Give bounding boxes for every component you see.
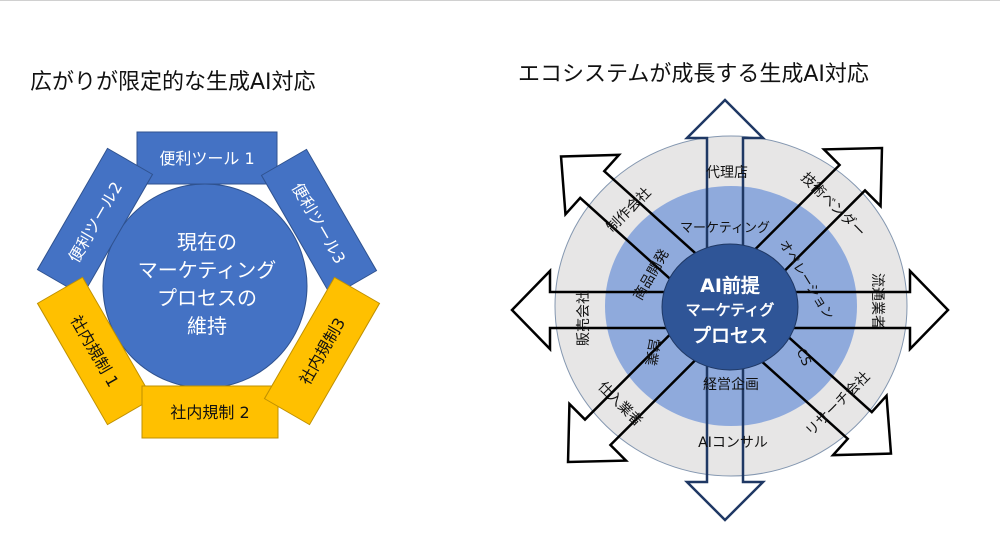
outer-label-agency: 代理店 bbox=[706, 165, 748, 181]
outer-label-distributor: 流通業者 bbox=[869, 273, 885, 329]
center-text-line: プロセスの bbox=[157, 286, 257, 310]
right-title: エコシステムが成長する生成AI対応 bbox=[518, 62, 869, 87]
tool-label: 便利ツール 1 bbox=[159, 149, 254, 168]
tool-box-3: 便利ツール3 bbox=[260, 148, 378, 298]
outer-label-ai-consul: AIコンサル bbox=[698, 435, 768, 451]
tool-box-1: 便利ツール 1 bbox=[136, 131, 278, 185]
center-text-line: マーケティング bbox=[138, 258, 276, 282]
double-arrow-diagonal-se bbox=[559, 153, 893, 457]
inner-label-marketing: マーケティング bbox=[680, 221, 770, 236]
rule-label: 社内規制 2 bbox=[170, 403, 249, 422]
center-circle bbox=[661, 243, 799, 371]
double-arrow-diagonal-ne bbox=[566, 146, 884, 464]
center-text-line: 現在の bbox=[177, 230, 237, 254]
center-text-line: マーケティグ bbox=[686, 301, 775, 319]
outer-label-sales-company: 販売会社 bbox=[576, 290, 592, 346]
double-arrow-horizontal bbox=[510, 267, 950, 353]
right-diagram: AI前提 マーケティグ プロセス マーケティング オペレーション CS 経営企画… bbox=[510, 98, 950, 522]
left-diagram: 現在の マーケティング プロセスの 維持 便利ツール 1 便利ツール2 便利ツー… bbox=[36, 131, 381, 439]
center-text-line: AI前提 bbox=[700, 274, 761, 297]
inner-label-planning: 経営企画 bbox=[703, 376, 759, 393]
left-title: 広がりが限定的な生成AI対応 bbox=[30, 70, 316, 95]
inner-label-cs: CS bbox=[793, 346, 814, 368]
inner-label-sales: 営業 bbox=[642, 337, 663, 367]
center-text-line: 維持 bbox=[187, 314, 227, 338]
double-arrow-vertical bbox=[683, 98, 767, 522]
center-text-line: プロセス bbox=[692, 324, 768, 347]
rule-box-2: 社内規制 2 bbox=[141, 385, 279, 439]
